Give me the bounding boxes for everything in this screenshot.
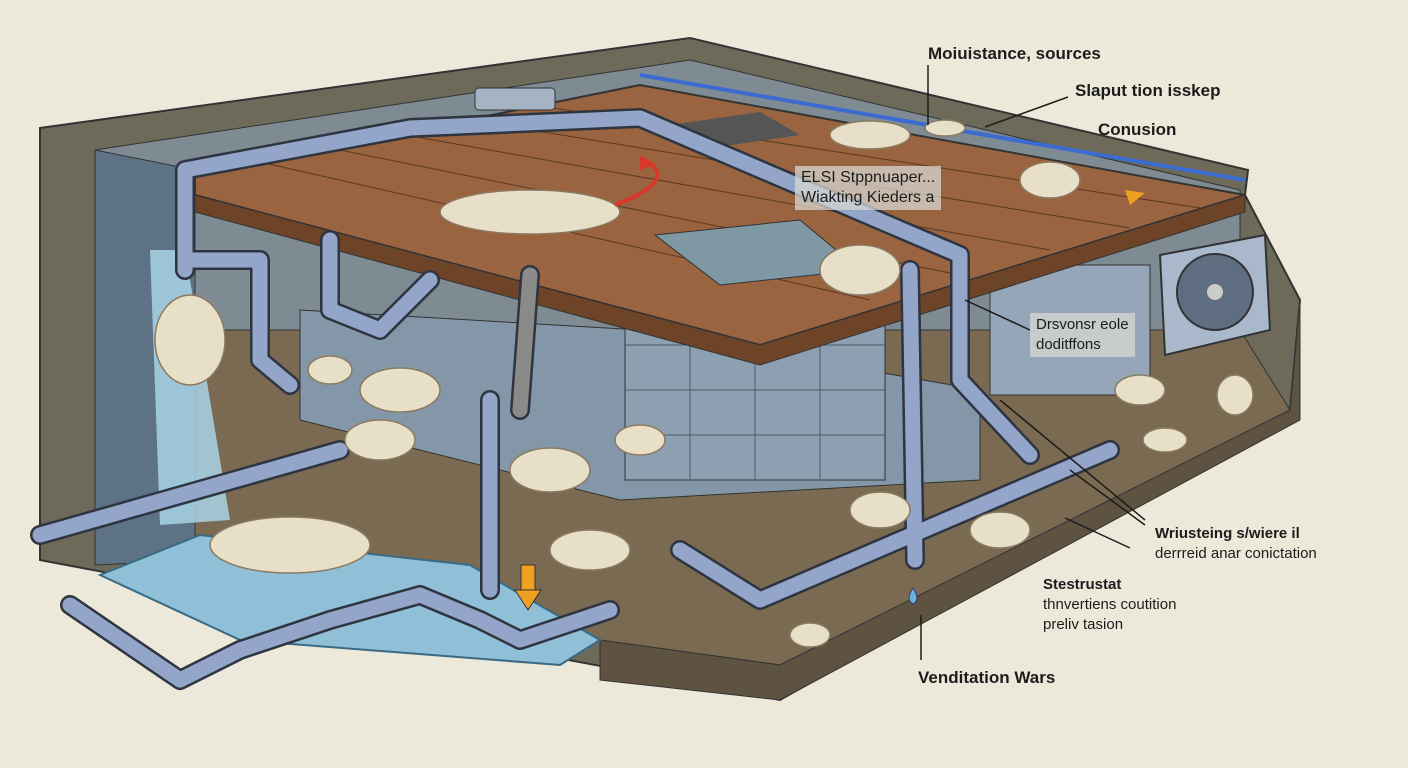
fan-hub [1207,284,1223,300]
label-stestrustat-line2: thnvertiens coutition [1043,596,1177,613]
vent-box [474,87,556,111]
label-stepper-line2: Wiakting Kieders a [801,189,935,206]
red-arrowhead [640,155,655,170]
label-stestrustat: Stestrustat thnvertiens coutition preliv… [1043,575,1176,635]
label-moisture-sources: Moiuistance, sources [928,44,1101,63]
label-drainage-line1: Drsvonsr eole [1036,316,1129,333]
label-stepper: ELSI Stppnuaper... Wiakting Kieders a [795,166,942,210]
label-ventilation: Venditation Wars [918,668,1056,687]
label-wriusteing: Wriusteing s/wiere il derrreid anar coni… [1155,524,1317,564]
label-wriusteing-line1: Wriusteing s/wiere il [1155,525,1300,542]
orange-arrow-icon [520,564,536,591]
soil-front-face [599,299,1301,701]
label-slaput: Slaput tion isskep [1075,81,1221,100]
water-drop-icon [908,587,918,605]
label-stestrustat-line1: Stestrustat [1043,576,1122,593]
pipes [30,108,1120,690]
label-conusion: Conusion [1098,120,1177,139]
orange-arrow-right-icon [1125,190,1145,205]
label-drainage-line2: doditffons [1036,336,1101,353]
insulation-clumps [154,119,1254,648]
label-wriusteing-line2: derrreid anar conictation [1155,545,1317,562]
orange-arrowhead [514,589,542,611]
label-stepper-line1: ELSI Stppnuaper... [801,169,936,186]
leader-lines [920,65,1146,660]
label-stestrustat-line3: preliv tasion [1043,616,1124,633]
label-drainage: Drsvonsr eole doditffons [1030,313,1135,357]
